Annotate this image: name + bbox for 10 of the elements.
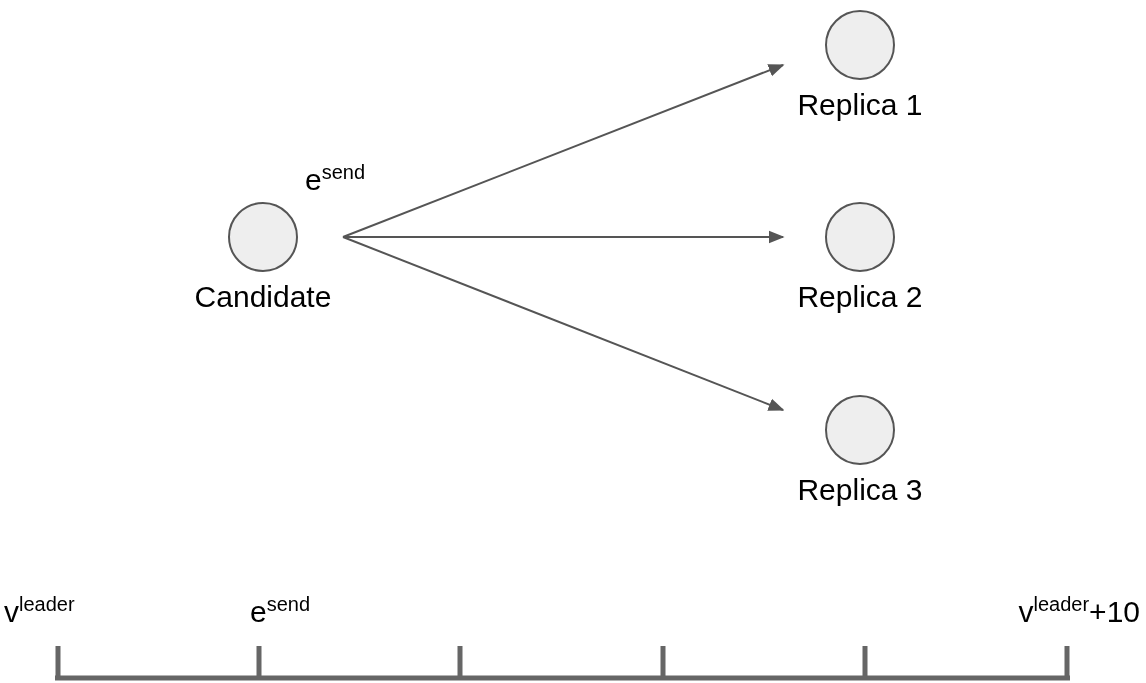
event-label: e$^{send}$ bbox=[305, 162, 366, 195]
node-label: Replica 3 bbox=[797, 473, 923, 507]
timeline-label: v$^{leader}$ bbox=[4, 594, 75, 627]
timeline-label: e$^{send}$ bbox=[250, 594, 311, 627]
node-label: Replica 2 bbox=[797, 280, 923, 314]
arrow bbox=[342, 236, 785, 411]
node-label: Replica 1 bbox=[797, 88, 923, 122]
arrow bbox=[342, 64, 785, 238]
node-label: Candidate bbox=[194, 280, 332, 314]
timeline-label: v$^{leader}$+10 bbox=[1018, 594, 1140, 627]
